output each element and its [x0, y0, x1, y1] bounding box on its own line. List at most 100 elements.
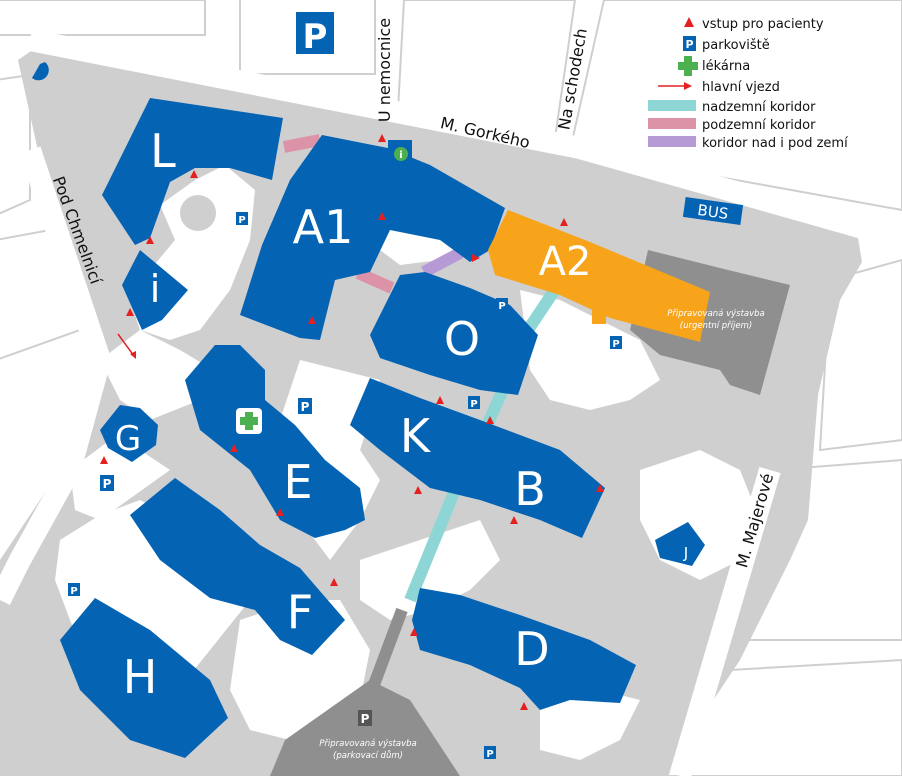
building-i — [122, 250, 188, 330]
street-u-nemocnice: U nemocnice — [375, 18, 394, 122]
label-g: G — [115, 419, 141, 459]
entrance-marker — [190, 170, 198, 178]
entrance-marker — [560, 218, 568, 226]
label-d: D — [514, 622, 549, 676]
entrance-marker — [378, 134, 386, 142]
parking-sign-large-letter: P — [303, 17, 328, 57]
legend-main-entry-arrowhead — [684, 82, 692, 90]
parking-sign: P — [358, 710, 372, 726]
svg-text:P: P — [301, 400, 310, 414]
svg-text:P: P — [103, 477, 112, 491]
parking-sign-large: P — [296, 12, 334, 57]
entrance-marker — [330, 578, 338, 586]
parking-sign: P — [468, 396, 480, 410]
entrance-marker — [126, 308, 134, 316]
svg-text:P: P — [238, 215, 245, 226]
legend-parking-icon — [683, 36, 696, 51]
pharmacy-cross-icon — [240, 412, 258, 430]
building-a2-annex — [592, 308, 606, 324]
parking-sign: P — [236, 212, 248, 226]
parking-sign: P — [496, 298, 508, 312]
parking-sign: P — [610, 336, 622, 350]
label-o: O — [444, 312, 480, 366]
bus-stop: BUS — [682, 197, 744, 225]
building-j — [655, 522, 705, 566]
building-labels: L A1 A2 i O K B G E F D H J — [115, 124, 688, 704]
pharmacy-marker — [236, 408, 262, 434]
note-urgent-title: Připravovaná výstavba — [667, 309, 765, 319]
label-j: J — [683, 544, 688, 562]
legend: vstup pro pacienty P parkoviště lékárna … — [648, 17, 848, 151]
legend-parking-letter: P — [685, 38, 693, 51]
corridors — [282, 134, 561, 693]
entrance-marker — [510, 516, 518, 524]
label-i: i — [150, 267, 161, 311]
svg-text:P: P — [612, 339, 619, 350]
building-g — [100, 405, 158, 462]
note-garage-title: Připravovaná výstavba — [319, 739, 417, 749]
note-garage-sub: (parkovací dům) — [333, 750, 403, 761]
entrance-marker — [520, 702, 528, 710]
building-a2 — [488, 210, 710, 342]
svg-text:P: P — [470, 399, 477, 410]
label-a2: A2 — [539, 239, 592, 285]
legend-both-swatch — [648, 136, 696, 147]
entrances — [100, 134, 604, 710]
entrance-marker — [414, 486, 422, 494]
planned-corridor-d-garage — [366, 607, 408, 693]
planned-garage-area — [270, 680, 460, 776]
planned-notes: Připravovaná výstavba (urgentní příjem) … — [319, 309, 765, 761]
label-l: L — [150, 124, 176, 178]
legend-pharmacy-label: lékárna — [702, 59, 750, 74]
entrance-marker — [378, 212, 386, 220]
underground-corridor-a1-o — [355, 267, 395, 294]
entrance-marker — [146, 236, 154, 244]
building-k-b — [350, 378, 605, 538]
label-b: B — [514, 462, 546, 516]
building-e — [185, 345, 365, 538]
main-entry-arrow — [117, 333, 136, 359]
svg-text:P: P — [486, 749, 493, 760]
info-point: i — [388, 140, 412, 166]
entrance-marker — [436, 396, 444, 404]
info-letter: i — [399, 150, 402, 161]
parking-sign: P — [68, 583, 80, 597]
roundabout — [180, 195, 216, 231]
bus-badge — [682, 197, 744, 225]
svg-text:P: P — [361, 712, 370, 726]
label-k: K — [400, 409, 432, 463]
parking-sign-large-bg — [296, 12, 334, 54]
note-urgent-sub: (urgentní příjem) — [680, 321, 752, 331]
label-h: H — [123, 650, 158, 704]
info-icon — [394, 147, 408, 161]
svg-text:P: P — [70, 586, 77, 597]
building-l — [102, 98, 283, 245]
overground-corridor-a2-o — [523, 284, 561, 334]
legend-underground-swatch — [648, 118, 696, 129]
entrance-marker — [276, 508, 284, 516]
entrance-marker — [596, 484, 604, 492]
legend-parking-label: parkoviště — [702, 38, 770, 53]
street-lines — [0, 29, 873, 776]
overground-corridor-b-d — [404, 487, 461, 603]
entrance-marker — [410, 628, 418, 636]
entrance-marker — [100, 456, 108, 464]
entrance-marker — [308, 316, 316, 324]
legend-pharmacy-icon — [678, 56, 698, 76]
entrance-marker — [486, 416, 494, 424]
entrance-marker — [230, 444, 238, 452]
building-d — [412, 588, 636, 710]
legend-main-entry-label: hlavní vjezd — [702, 80, 780, 95]
parking-sign: P — [484, 746, 496, 760]
legend-overground-label: nadzemní koridor — [702, 100, 816, 115]
legend-both-label: koridor nad i pod zemí — [702, 136, 848, 151]
parking-sign: P — [100, 475, 114, 491]
building-f-block — [130, 478, 345, 655]
legend-underground-label: podzemní koridor — [702, 118, 816, 133]
parking-sign: P — [298, 398, 312, 414]
label-a1: A1 — [293, 200, 354, 254]
bus-label: BUS — [696, 201, 729, 223]
water-drop-icon — [32, 62, 49, 81]
label-e: E — [283, 455, 312, 509]
